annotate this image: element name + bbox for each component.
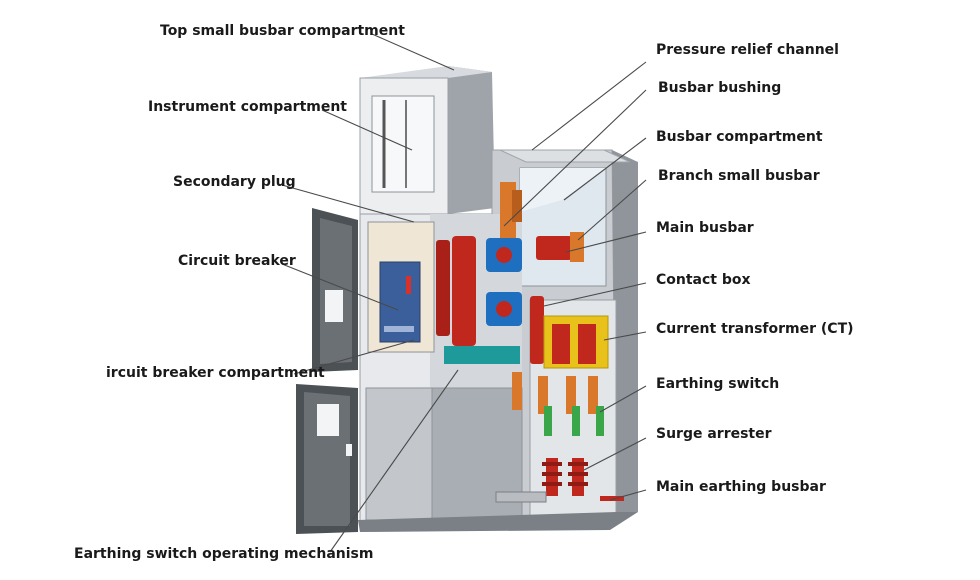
surge-arrester-left [542, 458, 562, 496]
label-secondary-plug: Secondary plug [173, 174, 296, 190]
cabinet-base [358, 512, 638, 532]
label-branch-small-busbar: Branch small busbar [658, 168, 820, 184]
leader-contact-box [543, 282, 647, 307]
leader-secondary-plug [281, 184, 415, 223]
main-earthing-busbar-red [600, 496, 624, 501]
insulator-column [452, 236, 476, 346]
instrument-box-side [448, 66, 495, 214]
ct-red-core [578, 324, 596, 364]
leader-lines [281, 33, 647, 553]
teal-mounting-bar [444, 346, 520, 364]
earthing-switch-green [596, 406, 604, 436]
label-main-busbar: Main busbar [656, 220, 754, 236]
earthing-switch-green [572, 406, 580, 436]
switchgear-cabinet-illustration [296, 66, 638, 534]
leader-main-earthing-busbar [609, 489, 647, 501]
breaker-indicator [406, 276, 411, 294]
lower-door-window [317, 404, 339, 436]
leader-instrument [321, 109, 413, 151]
cabinet-top-right [499, 149, 631, 163]
branch-busbar-copper [570, 232, 584, 262]
label-pressure-relief-channel: Pressure relief channel [656, 42, 839, 58]
labels-left: Top small busbar compartment Instrument … [74, 23, 405, 562]
leader-breaker-compartment [293, 339, 415, 375]
surge-arrester-right [568, 458, 588, 496]
copper-busbar [512, 190, 522, 222]
instrument-box-window [371, 95, 435, 193]
leader-pressure-relief [531, 61, 647, 151]
breaker-nameplate [384, 326, 414, 332]
cabinet-right-side [612, 150, 638, 520]
leader-circuit-breaker [281, 263, 399, 311]
label-instrument-compartment: Instrument compartment [148, 99, 347, 115]
label-contact-box: Contact box [656, 272, 751, 288]
leader-top-small-busbar [371, 33, 455, 71]
leader-branch-small-busbar [577, 179, 647, 241]
label-busbar-compartment: Busbar compartment [656, 129, 823, 145]
label-circuit-breaker-compartment: ircuit breaker compartment [106, 365, 325, 381]
label-top-small-busbar-compartment: Top small busbar compartment [160, 23, 405, 39]
leader-earthing-switch [599, 385, 647, 413]
label-current-transformer: Current transformer (CT) [656, 321, 854, 337]
leader-ct [603, 331, 647, 341]
main-earthing-busbar-bar [495, 491, 547, 503]
bushing-core [496, 301, 512, 317]
main-busbar-red [536, 236, 572, 260]
label-earthing-switch: Earthing switch [656, 376, 779, 392]
label-surge-arrester: Surge arrester [656, 426, 772, 442]
bushing-core [496, 247, 512, 263]
leader-busbar-bushing [503, 89, 647, 227]
leader-main-busbar [565, 231, 647, 253]
label-main-earthing-busbar: Main earthing busbar [656, 479, 826, 495]
label-earthing-switch-operating-mechanism: Earthing switch operating mechanism [74, 546, 373, 562]
label-busbar-bushing: Busbar bushing [658, 80, 781, 96]
lower-door-slot [346, 444, 352, 456]
label-circuit-breaker: Circuit breaker [178, 253, 296, 269]
earthing-switch-green [544, 406, 552, 436]
orange-connection [566, 376, 576, 414]
labels-right: Pressure relief channel Busbar bushing B… [656, 42, 854, 495]
ct-red-core [552, 324, 570, 364]
busbar-compartment-shade [520, 168, 606, 212]
orange-connection [538, 376, 548, 414]
orange-connection [512, 372, 522, 410]
upper-door-window [325, 290, 343, 322]
contact-box [530, 296, 544, 364]
leader-surge-arrester [583, 437, 647, 471]
orange-connection [588, 376, 598, 414]
leader-busbar-compartment [563, 137, 647, 201]
insulator-column [436, 240, 450, 336]
leader-earthing-mechanism [329, 369, 459, 553]
